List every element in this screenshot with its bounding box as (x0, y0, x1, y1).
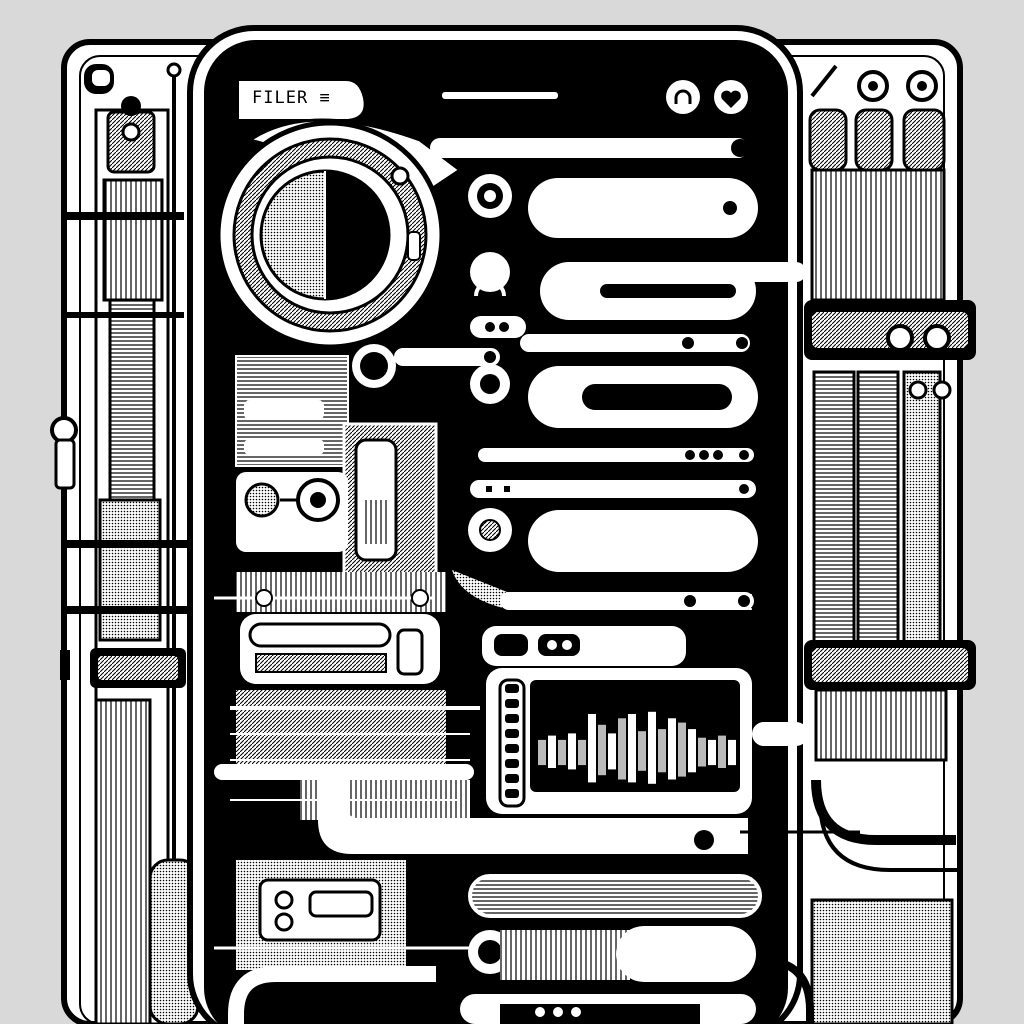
long-pipe-bar[interactable] (318, 780, 860, 854)
waveform-bar (598, 724, 606, 776)
bottom-pipes (228, 956, 814, 1024)
right-machinery (804, 64, 976, 1024)
waveform-side-button[interactable] (505, 759, 519, 768)
waveform-side-button[interactable] (505, 729, 519, 738)
waveform-bar (538, 739, 546, 766)
pill-field-5[interactable] (528, 510, 758, 572)
waveform-bar (628, 714, 636, 783)
waveform-bar (688, 729, 696, 773)
waveform-bar (618, 718, 626, 780)
slider-track-top[interactable] (430, 138, 749, 158)
left-control-panel (235, 355, 438, 576)
waveform-bar (568, 733, 576, 770)
connector-row-3 (470, 316, 750, 352)
filter-chip[interactable] (237, 79, 366, 121)
indicator-bar-5 (470, 480, 756, 498)
waveform-bar (558, 739, 566, 766)
pill-field-3[interactable] (528, 366, 758, 428)
waveform-side-button[interactable] (505, 699, 519, 708)
pill-field-2[interactable] (540, 262, 806, 320)
dial-mini[interactable] (236, 472, 348, 552)
lower-machinery (214, 860, 762, 970)
waveform-bar (668, 718, 676, 780)
toggle-knob-2[interactable] (470, 252, 510, 297)
waveform-bar (718, 735, 726, 768)
slider-knob-3[interactable] (352, 344, 500, 388)
left-machinery (50, 62, 200, 1024)
waveform-bar (678, 722, 686, 777)
waveform-side-button[interactable] (505, 774, 519, 783)
waveform-bar (548, 735, 556, 768)
left-rack (214, 572, 446, 612)
lower-left-rack (214, 690, 480, 820)
indicator-bar-4 (478, 448, 754, 462)
waveform-bars (538, 711, 736, 784)
heart-icon[interactable] (714, 80, 748, 114)
toggle-knob-3[interactable] (470, 364, 510, 404)
lower-knob[interactable] (468, 930, 630, 980)
waveform-label: SIYS (704, 624, 745, 642)
waveform-bar (708, 739, 716, 766)
filter-lines-icon: ≡ (319, 88, 331, 108)
cassette-slot[interactable] (240, 614, 440, 684)
waveform-bar (588, 714, 596, 783)
notch-speaker (442, 92, 558, 99)
toggle-knob-1[interactable] (468, 174, 512, 218)
waveform-bar (648, 711, 656, 784)
slider-track-6[interactable] (452, 570, 754, 610)
filter-chip-text: FILER (252, 88, 309, 108)
waveform-side-button[interactable] (505, 744, 519, 753)
waveform-bar (658, 729, 666, 773)
waveform-bar (578, 739, 586, 766)
toggle-knob-5[interactable] (468, 508, 512, 552)
filter-chip-label[interactable]: FILER ≡ (252, 88, 331, 108)
waveform-side-button[interactable] (505, 714, 519, 723)
waveform-bar (698, 737, 706, 767)
pill-field-1[interactable] (528, 178, 758, 238)
waveform-bar (638, 731, 646, 771)
pill-field-6[interactable] (616, 926, 756, 982)
waveform-bar (608, 733, 616, 770)
waveform-side-buttons[interactable] (505, 684, 519, 798)
dial-gauge[interactable] (215, 118, 463, 350)
waveform-side-button[interactable] (505, 789, 519, 798)
signal-icon[interactable] (666, 80, 700, 114)
waveform-bar (728, 739, 736, 766)
waveform-side-button[interactable] (505, 684, 519, 693)
